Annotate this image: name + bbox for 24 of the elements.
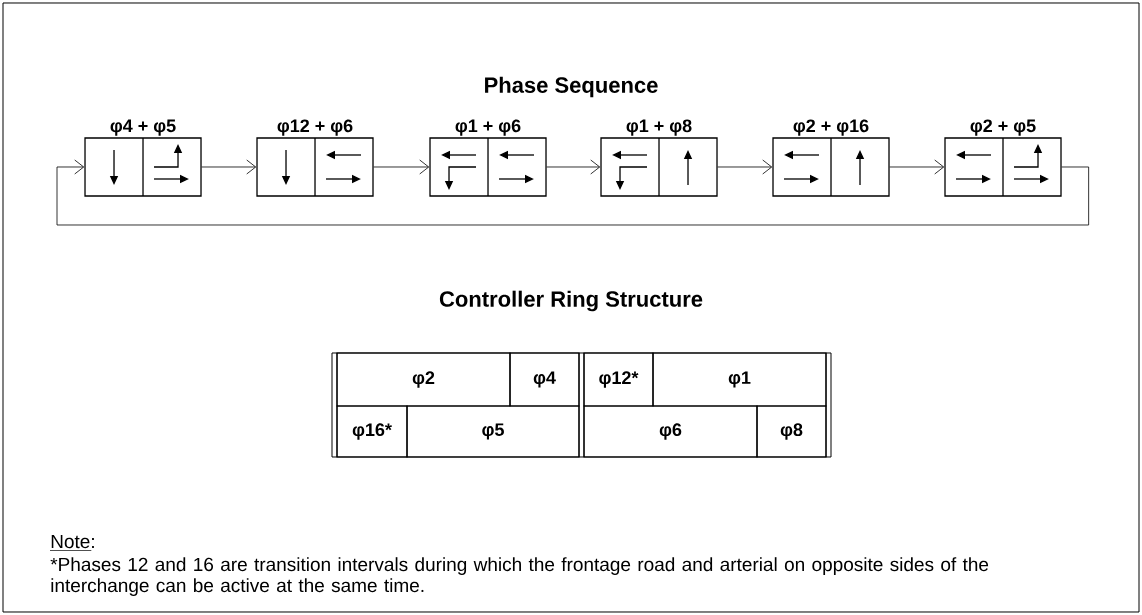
section-heading: Controller Ring Structure — [439, 290, 703, 312]
phase-label: φ2 + φ5 — [970, 119, 1036, 136]
arrow — [889, 159, 945, 175]
arrow — [373, 159, 430, 175]
phase-label: φ1 + φ6 — [455, 119, 521, 136]
phase-label: φ12 + φ6 — [277, 119, 353, 136]
phase-label: φ4 + φ5 — [110, 119, 176, 136]
phase-label: φ1 + φ8 — [626, 119, 692, 136]
arrow — [56, 159, 1090, 226]
ring-table-cell: φ5 — [406, 405, 580, 458]
ring-table-cell: φ1 — [652, 352, 827, 407]
arrow — [546, 159, 601, 175]
ring-table-cell: φ6 — [583, 405, 758, 458]
note-text: *Phases 12 and 16 are transition intervals during which the frontage road and arterial on opposite sides of the interchange can be active at the same time. — [50, 557, 989, 596]
ring-table-cell: φ4 — [509, 352, 580, 407]
arrow — [201, 159, 257, 175]
ring-table-cell: φ16* — [336, 405, 408, 458]
ring-table-cell: φ12* — [583, 352, 654, 407]
note-heading: Note: — [49, 534, 94, 551]
ring-table-cell: φ2 — [336, 352, 511, 407]
ring-table-cell: φ8 — [756, 405, 827, 458]
arrow — [717, 159, 773, 175]
phase-label: φ2 + φ16 — [793, 119, 869, 136]
title: Phase Sequence — [485, 76, 658, 98]
